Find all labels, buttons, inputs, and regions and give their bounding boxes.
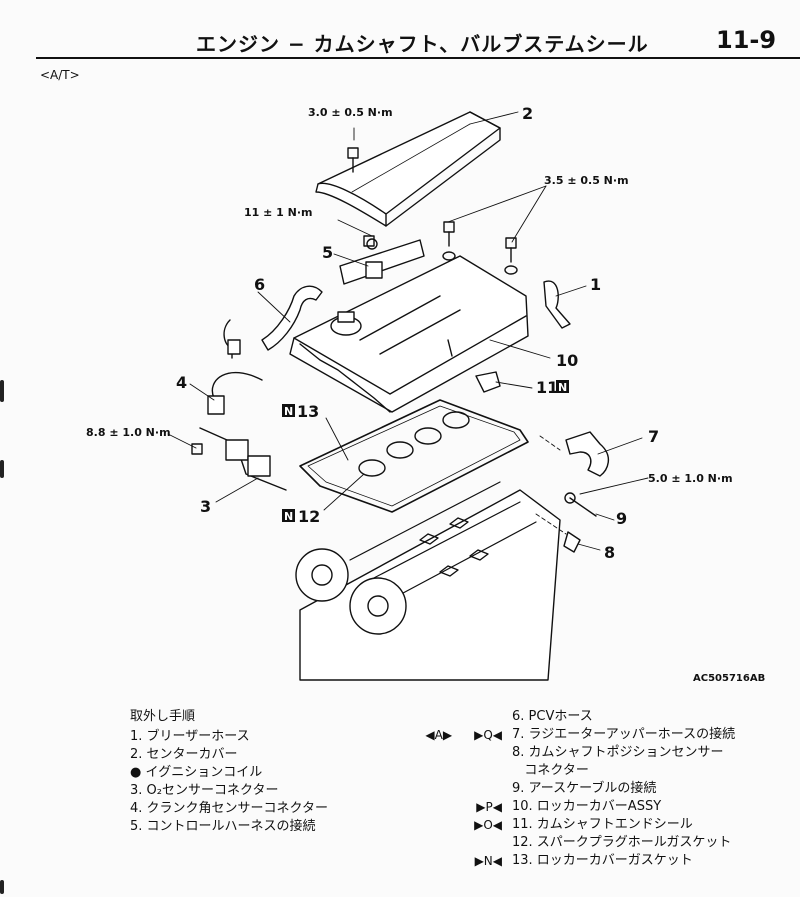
page-title: エンジン − カムシャフト、バルブステムシール (196, 32, 649, 56)
list-item-text: 7. ラジエーターアッパーホースの接続 (512, 727, 736, 742)
center-cover-part (315, 111, 501, 227)
list-item-text: 9. アースケーブルの接続 (512, 781, 657, 796)
figure-code: AC505716AB (693, 673, 766, 684)
exploded-view-diagram: 2 5 6 1 10 4 11 13 7 3 12 9 8 N N N 3.0 … (86, 104, 733, 681)
list-item-text: 11. カムシャフトエンドシール (512, 817, 693, 832)
torque-label: 3.0 ± 0.5 N·m (308, 106, 393, 119)
callout-13: 13 (297, 402, 319, 421)
list-item: ▶P◀ 10. ロッカーカバーASSY (476, 798, 735, 816)
list-item-text: 8. カムシャフトポジションセンサー (512, 745, 724, 760)
scan-edge-mark (0, 880, 4, 894)
list-item: 8. カムシャフトポジションセンサー (512, 744, 735, 762)
callout-1: 1 (590, 275, 601, 294)
procedure-list-left: 1. ブリーザーホース 2. センターカバー ● イグニションコイル 3. O₂… (130, 728, 328, 836)
transmission-label: <A/T> (40, 68, 80, 82)
list-item: 1. ブリーザーホース (130, 729, 250, 744)
callout-9: 9 (616, 509, 627, 528)
svg-text:N: N (284, 405, 293, 418)
callout-11: 11 (536, 378, 558, 397)
list-item: 5. コントロールハーネスの接続 (130, 819, 316, 834)
ignition-coil-part (339, 238, 425, 285)
scan-edge-mark (0, 460, 4, 478)
spark-plug-gasket-part (358, 411, 470, 477)
reference-mark: ◀A▶ (425, 728, 453, 742)
callout-3: 3 (200, 497, 211, 516)
list-item: 9. アースケーブルの接続 (512, 780, 735, 798)
callout-2: 2 (522, 104, 533, 123)
list-item: 12. スパークプラグホールガスケット (512, 834, 735, 852)
list-item-text: コネクター (512, 763, 589, 778)
callout-8: 8 (604, 543, 615, 562)
torque-label: 11 ± 1 N·m (244, 206, 313, 219)
scan-edge-mark (0, 380, 4, 402)
svg-text:N: N (558, 381, 567, 394)
procedure-list-right: 6. PCVホース ◀A▶ ▶Q◀ 7. ラジエーターアッパーホースの接続 8. カ… (425, 708, 736, 870)
n-badge: N (282, 509, 295, 523)
reference-marks: ▶P◀ (470, 798, 502, 816)
o2-sensor-part (207, 319, 263, 415)
torque-label: 3.5 ± 0.5 N·m (544, 174, 629, 187)
list-item: ▶N◀ 13. ロッカーカバーガスケット (475, 852, 735, 870)
end-seal-part (475, 371, 501, 393)
callout-10: 10 (556, 351, 578, 370)
rocker-cover-part (289, 255, 529, 413)
list-item: コネクター (512, 762, 735, 780)
callout-12: 12 (298, 507, 320, 526)
reference-marks: ▶O◀ (468, 816, 502, 834)
list-item: ◀A▶ ▶Q◀ 7. ラジエーターアッパーホースの接続 (425, 726, 736, 744)
list-item-text: 6. PCVホース (512, 709, 593, 724)
reference-marks: ◀A▶ ▶Q◀ (419, 726, 502, 744)
reference-mark: ▶N◀ (474, 854, 502, 868)
header-rule (36, 57, 800, 59)
camshaft-sensor-part (563, 531, 581, 553)
page-number: 11-9 (716, 26, 777, 54)
torque-label: 8.8 ± 1.0 N·m (86, 426, 171, 439)
list-item: 4. クランク角センサーコネクター (130, 801, 329, 816)
list-item: 2. センターカバー (130, 747, 238, 762)
list-item: 3. O₂センサーコネクター (130, 783, 279, 798)
n-badge: N (556, 380, 569, 394)
list-item: 6. PCVホース (512, 708, 735, 726)
bolt-part (363, 221, 518, 275)
radiator-hose-part (565, 431, 609, 477)
list-item-text: 12. スパークプラグホールガスケット (512, 835, 732, 850)
list-item-text: 10. ロッカーカバーASSY (512, 799, 662, 814)
list-item: ▶O◀ 11. カムシャフトエンドシール (474, 816, 735, 834)
breather-hose-part (543, 280, 571, 329)
cylinder-head-part (295, 481, 561, 681)
list-item-text: 13. ロッカーカバーガスケット (512, 853, 693, 868)
list-item: ● イグニションコイル (130, 765, 263, 780)
bolt-part (347, 147, 359, 173)
torque-label: 5.0 ± 1.0 N·m (648, 472, 733, 485)
rocker-cover-gasket-part (299, 399, 529, 513)
callout-5: 5 (322, 243, 333, 262)
reference-mark: ▶O◀ (474, 818, 502, 832)
pcv-hose-part (261, 285, 323, 351)
crank-angle-connector-part (191, 427, 287, 491)
callout-6: 6 (254, 275, 265, 294)
leader-lines (167, 111, 649, 551)
reference-marks: ▶N◀ (469, 852, 502, 870)
callout-4: 4 (176, 373, 187, 392)
n-badge: N (282, 404, 295, 418)
reference-mark: ▶Q◀ (474, 728, 502, 742)
reference-mark: ▶P◀ (476, 800, 502, 814)
procedure-title: 取外し手順 (130, 709, 196, 724)
callout-7: 7 (648, 427, 659, 446)
svg-text:N: N (284, 510, 293, 523)
